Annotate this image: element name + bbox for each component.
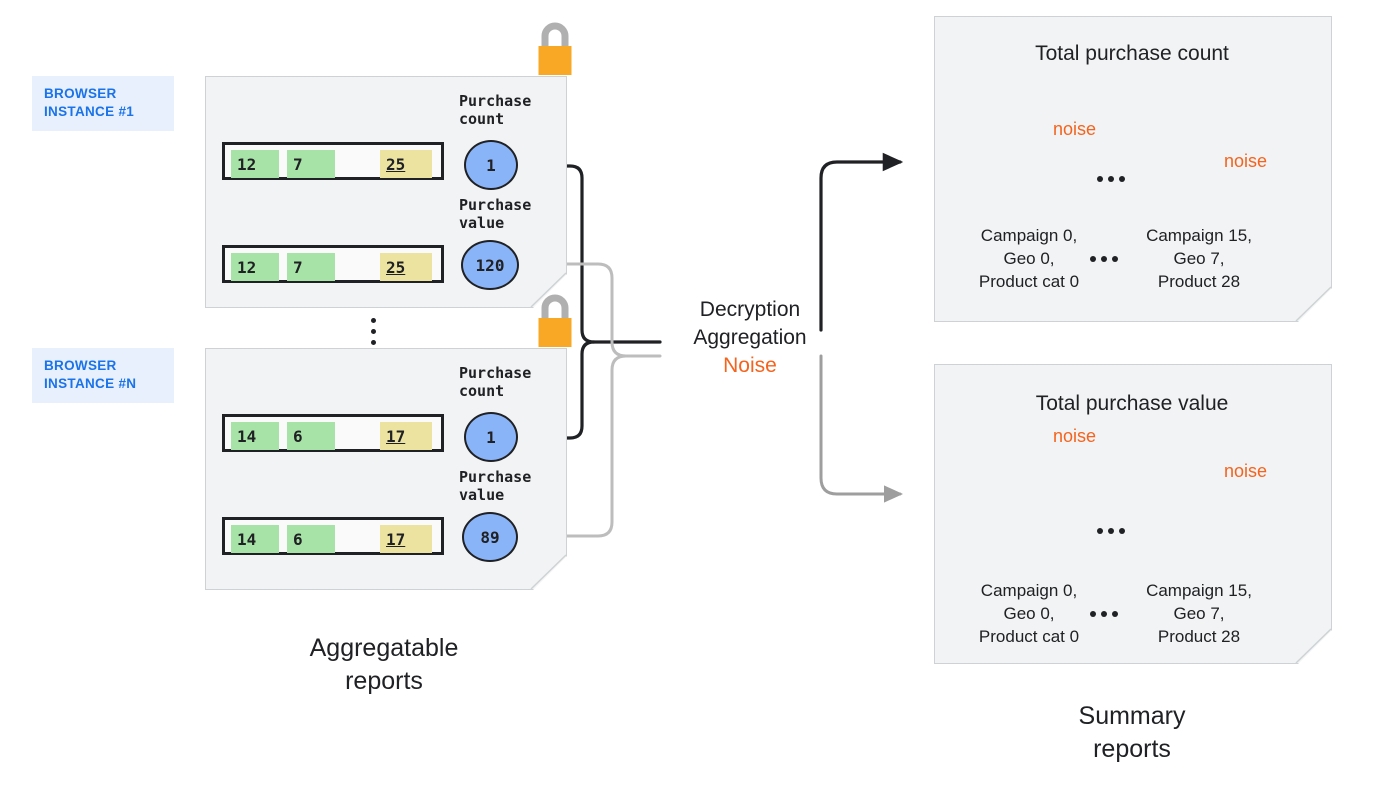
category-label: Campaign 15, Geo 7, Product 28 bbox=[1146, 226, 1252, 291]
report-cell: 25 bbox=[380, 253, 432, 281]
category-gap-ellipsis bbox=[1090, 611, 1118, 617]
report-cell: 12 bbox=[231, 253, 279, 281]
report-cell-value: 14 bbox=[237, 529, 257, 549]
noise-label: noise bbox=[1053, 119, 1097, 139]
chart-gap-ellipsis bbox=[1097, 176, 1125, 182]
metric-value-purchase-value: 120 bbox=[461, 240, 519, 290]
noise-label: noise bbox=[1224, 461, 1268, 481]
report-cell-value: 6 bbox=[293, 426, 303, 446]
summary-reports-caption: Summary reports bbox=[1078, 702, 1186, 763]
metric-label-purchase-value: Purchase value bbox=[459, 468, 532, 504]
report-cell-value: 17 bbox=[386, 529, 406, 549]
process-aggregation: Aggregation bbox=[693, 326, 807, 349]
metric-label-purchase-value: Purchase value bbox=[459, 196, 532, 232]
browser-instance-1-tag: BROWSER INSTANCE #1 bbox=[32, 76, 174, 131]
metric-label-purchase-count: Purchase count bbox=[459, 364, 532, 400]
table-row: 14 6 17 bbox=[222, 414, 444, 452]
metric-label-purchase-count: Purchase count bbox=[459, 92, 532, 128]
metric-value-purchase-count: 1 bbox=[464, 412, 518, 462]
chart-title-count: Total purchase count bbox=[1035, 42, 1229, 65]
noise-label: noise bbox=[1224, 151, 1268, 171]
report-cell: 14 bbox=[231, 525, 279, 553]
aggregatable-reports-caption: Aggregatable reports bbox=[309, 634, 459, 695]
chart-gap-ellipsis bbox=[1097, 528, 1125, 534]
category-label: Campaign 0, Geo 0, Product cat 0 bbox=[978, 581, 1080, 646]
noise-label: noise bbox=[1053, 426, 1097, 446]
report-cell-value: 6 bbox=[293, 529, 303, 549]
report-cell: 25 bbox=[380, 150, 432, 178]
report-cell: 17 bbox=[380, 525, 432, 553]
process-decryption: Decryption bbox=[699, 298, 801, 321]
report-cell-value: 14 bbox=[237, 426, 257, 446]
category-label: Campaign 0, Geo 0, Product cat 0 bbox=[978, 226, 1080, 291]
report-cell: 17 bbox=[380, 422, 432, 450]
category-label: Campaign 15, Geo 7, Product 28 bbox=[1146, 581, 1252, 646]
summary-report-panel-value bbox=[934, 364, 1332, 664]
table-row: 12 7 25 bbox=[222, 142, 444, 180]
report-cell-value: 12 bbox=[237, 154, 257, 174]
summary-report-panel-count bbox=[934, 16, 1332, 322]
metric-value-purchase-count: 1 bbox=[464, 140, 518, 190]
padlock-icon bbox=[538, 294, 572, 347]
report-cell: 12 bbox=[231, 150, 279, 178]
report-cell: 7 bbox=[287, 253, 335, 281]
report-cell-value: 25 bbox=[386, 257, 406, 277]
report-cell-value: 12 bbox=[237, 257, 257, 277]
report-cell-value: 7 bbox=[293, 154, 303, 174]
table-row: 12 7 25 bbox=[222, 245, 444, 283]
report-cell-value: 7 bbox=[293, 257, 303, 277]
process-noise: Noise bbox=[723, 354, 777, 377]
category-gap-ellipsis bbox=[1090, 256, 1118, 262]
browser-instance-n-tag: BROWSER INSTANCE #N bbox=[32, 348, 174, 403]
instances-ellipsis bbox=[371, 318, 376, 345]
chart-title-value: Total purchase value bbox=[1035, 392, 1229, 415]
report-cell: 6 bbox=[287, 422, 335, 450]
report-cell: 14 bbox=[231, 422, 279, 450]
report-cell: 7 bbox=[287, 150, 335, 178]
report-cell: 6 bbox=[287, 525, 335, 553]
metric-value-purchase-value: 89 bbox=[462, 512, 518, 562]
process-step: Decryption Aggregation Noise bbox=[620, 296, 880, 380]
report-cell-value: 17 bbox=[386, 426, 406, 446]
padlock-icon bbox=[538, 22, 572, 75]
table-row: 14 6 17 bbox=[222, 517, 444, 555]
report-cell-value: 25 bbox=[386, 154, 406, 174]
